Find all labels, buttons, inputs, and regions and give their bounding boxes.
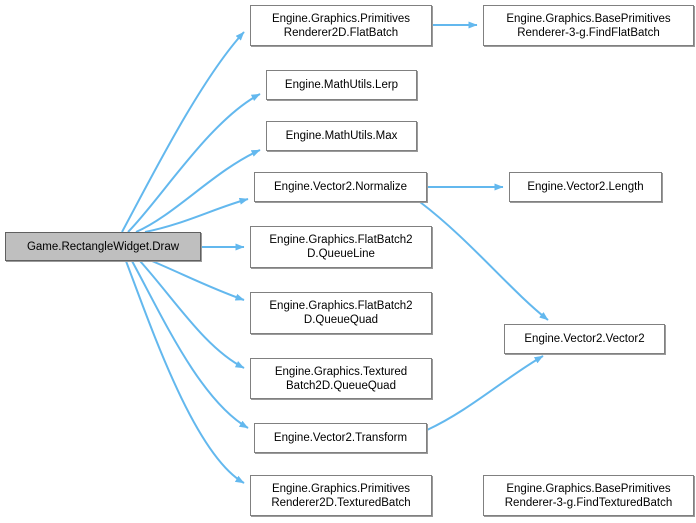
node-label-root: Game.RectangleWidget.Draw: [26, 240, 180, 253]
call-edge-root-to-vector2_normalize: [144, 197, 249, 233]
node-label-vector2_normalize: Engine.Vector2.Normalize: [274, 181, 407, 193]
node-label-vector2_vector2: Engine.Vector2.Vector2: [524, 333, 645, 345]
node-flatbatch2d_queuequad[interactable]: Engine.Graphics.FlatBatch2 D.QueueQuad: [250, 292, 432, 334]
call-edge-root-to-mathutils_max: [135, 149, 261, 233]
node-vector2_length[interactable]: Engine.Vector2.Length: [509, 172, 662, 202]
node-base_findtexturedbatch[interactable]: Engine.Graphics.BasePrimitives Renderer-…: [483, 475, 694, 516]
call-edge-vector2_normalize-to-vector2_vector2: [419, 201, 549, 321]
call-edge-root-to-primitives_texturedbatch: [125, 260, 245, 484]
node-label-vector2_transform: Engine.Vector2.Transform: [273, 432, 408, 444]
node-texturedbatch2d_queuequad[interactable]: Engine.Graphics.Textured Batch2D.QueueQu…: [250, 358, 432, 399]
node-label-primitives_flatbatch: Engine.Graphics.Primitives Renderer2D.Fl…: [271, 12, 411, 39]
node-label-texturedbatch2d_queuequad: Engine.Graphics.Textured Batch2D.QueueQu…: [274, 365, 408, 392]
node-label-primitives_texturedbatch: Engine.Graphics.Primitives Renderer2D.Te…: [271, 482, 411, 509]
node-root[interactable]: Game.RectangleWidget.Draw: [5, 232, 201, 261]
node-flatbatch2d_queueline[interactable]: Engine.Graphics.FlatBatch2 D.QueueLine: [250, 226, 432, 268]
node-label-base_findtexturedbatch: Engine.Graphics.BasePrimitives Renderer-…: [504, 482, 673, 509]
node-vector2_transform[interactable]: Engine.Vector2.Transform: [254, 423, 427, 453]
node-label-vector2_length: Engine.Vector2.Length: [527, 181, 644, 193]
node-mathutils_lerp[interactable]: Engine.MathUtils.Lerp: [266, 70, 417, 100]
node-vector2_normalize[interactable]: Engine.Vector2.Normalize: [254, 172, 427, 202]
node-label-mathutils_lerp: Engine.MathUtils.Lerp: [284, 79, 399, 91]
node-primitives_texturedbatch[interactable]: Engine.Graphics.Primitives Renderer2D.Te…: [250, 475, 432, 516]
node-primitives_flatbatch[interactable]: Engine.Graphics.Primitives Renderer2D.Fl…: [250, 5, 432, 46]
node-label-mathutils_max: Engine.MathUtils.Max: [285, 130, 398, 142]
node-label-flatbatch2d_queueline: Engine.Graphics.FlatBatch2 D.QueueLine: [269, 234, 413, 260]
call-edge-root-to-primitives_flatbatch: [121, 31, 245, 233]
node-base_findflatbatch[interactable]: Engine.Graphics.BasePrimitives Renderer-…: [483, 5, 694, 46]
call-edge-root-to-flatbatch2d_queuequad: [151, 260, 245, 301]
node-label-base_findflatbatch: Engine.Graphics.BasePrimitives Renderer-…: [506, 12, 671, 39]
call-edge-root-to-mathutils_lerp: [127, 93, 261, 233]
call-edge-root-to-texturedbatch2d_queuequad: [139, 260, 245, 369]
node-vector2_vector2[interactable]: Engine.Vector2.Vector2: [504, 324, 665, 354]
node-label-flatbatch2d_queuequad: Engine.Graphics.FlatBatch2 D.QueueQuad: [269, 300, 413, 326]
node-mathutils_max[interactable]: Engine.MathUtils.Max: [266, 121, 417, 151]
call-edge-root-to-vector2_transform: [131, 260, 249, 429]
call-edge-vector2_transform-to-vector2_vector2: [426, 355, 544, 431]
